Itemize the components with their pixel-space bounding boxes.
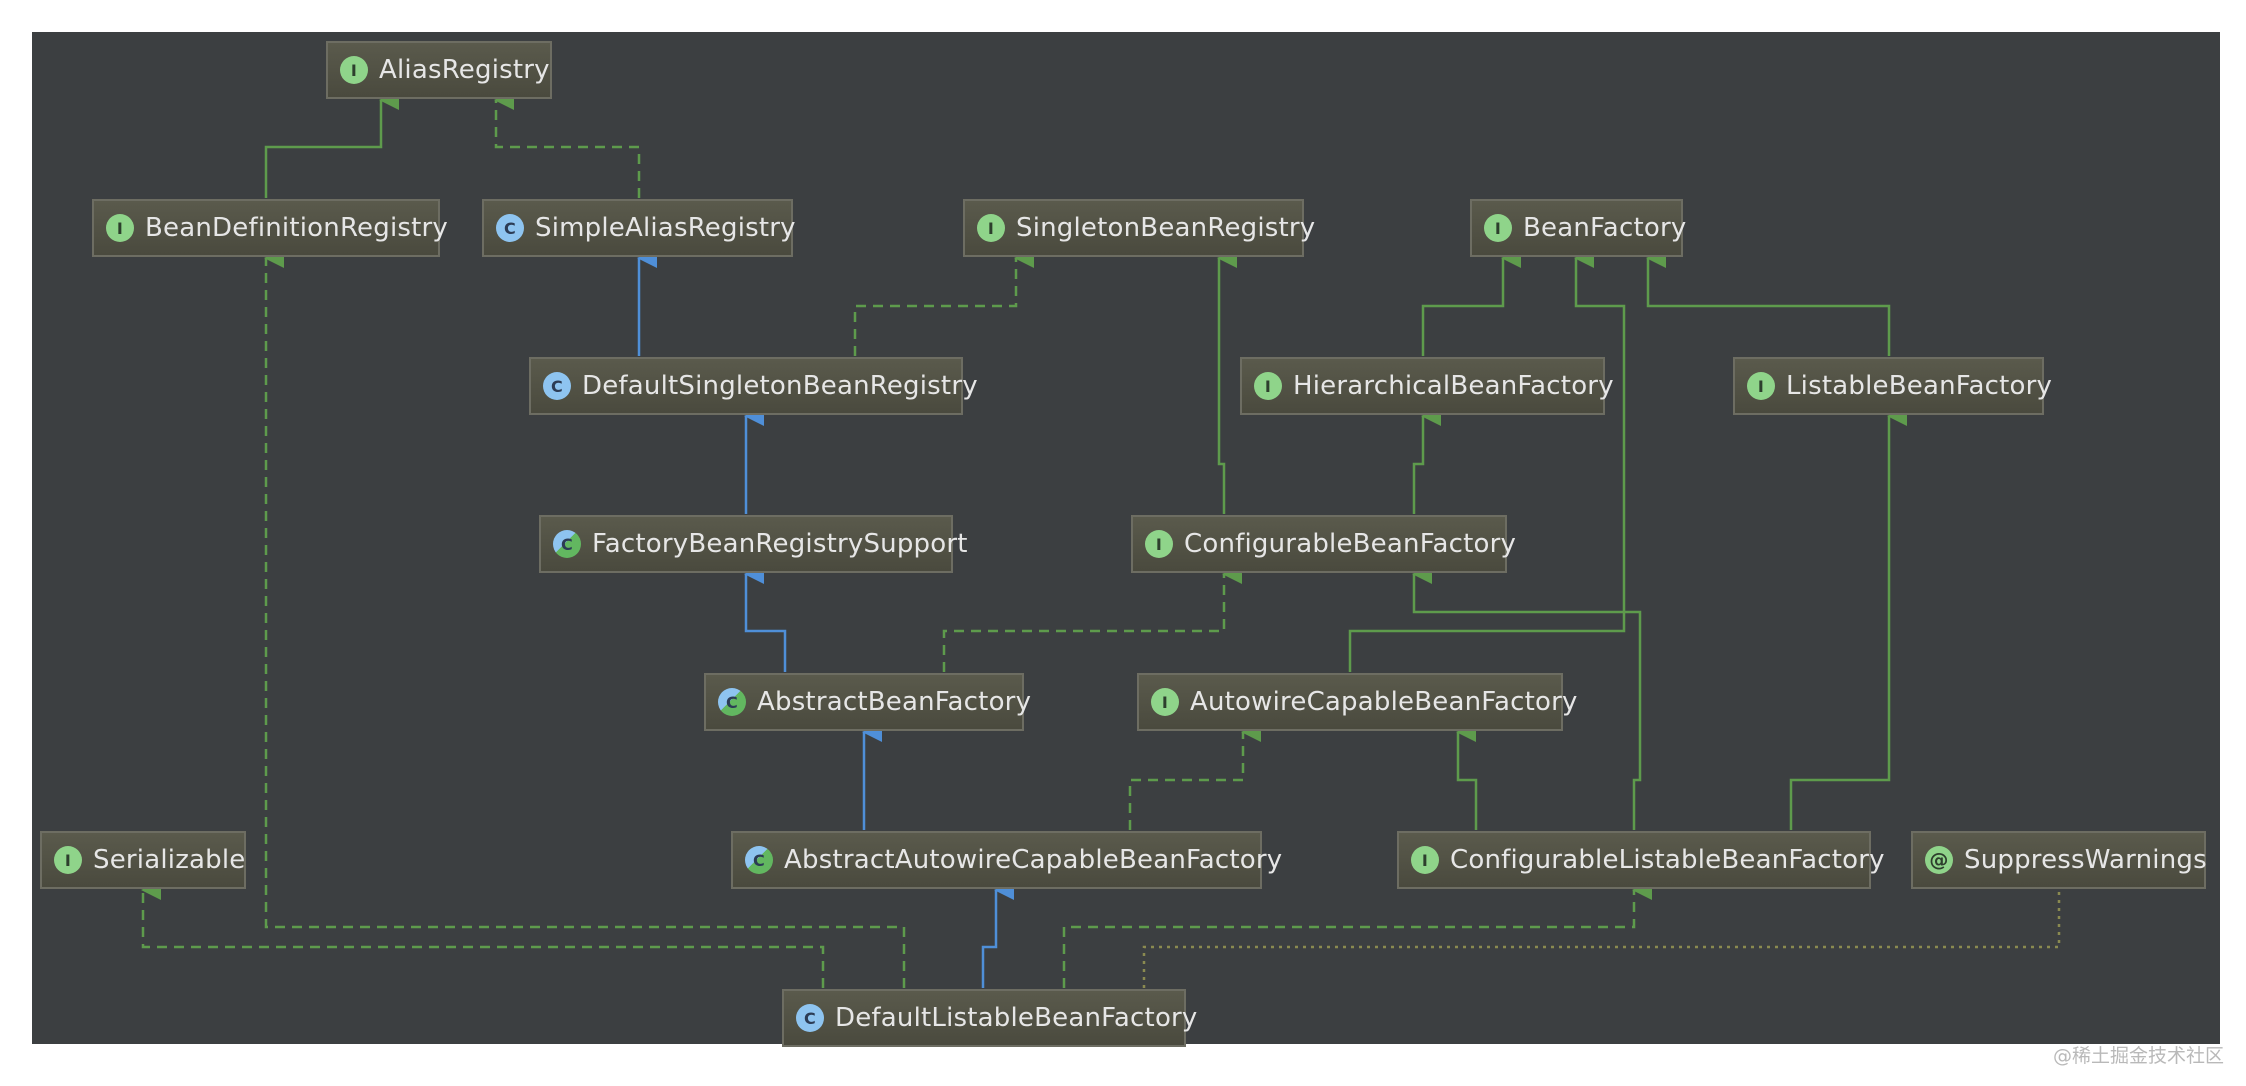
node-configurable-bean-factory[interactable]: I ConfigurableBeanFactory bbox=[1131, 515, 1516, 573]
edge-configurable-to-singleton-registry bbox=[1217, 248, 1237, 514]
node-alias-registry[interactable]: I AliasRegistry bbox=[326, 41, 552, 99]
node-label: ListableBeanFactory bbox=[1786, 371, 2053, 401]
interface-icon: I bbox=[1411, 846, 1439, 874]
node-label: DefaultListableBeanFactory bbox=[835, 1003, 1198, 1033]
watermark: @稀土掘金技术社区 bbox=[2052, 1045, 2224, 1067]
node-label: AutowireCapableBeanFactory bbox=[1190, 687, 1578, 717]
interface-icon: I bbox=[1747, 372, 1775, 400]
class-icon: C bbox=[496, 214, 524, 242]
node-autowire-capable-bean-factory[interactable]: I AutowireCapableBeanFactory bbox=[1137, 673, 1577, 731]
interface-icon: I bbox=[54, 846, 82, 874]
node-label: AbstractAutowireCapableBeanFactory bbox=[784, 845, 1283, 875]
interface-icon: I bbox=[977, 214, 1005, 242]
interface-icon: I bbox=[106, 214, 134, 242]
node-default-listable-bean-factory[interactable]: C DefaultListableBeanFactory bbox=[782, 989, 1197, 1047]
edge-hierarchical-to-bean-factory bbox=[1421, 248, 1521, 356]
edge-default-listable-to-bean-definition-registry bbox=[264, 248, 906, 988]
edge-default-listable-to-abstract-autowire bbox=[981, 880, 1014, 988]
edge-autowire-capable-to-bean-factory bbox=[1348, 248, 1626, 672]
node-listable-bean-factory[interactable]: I ListableBeanFactory bbox=[1733, 357, 2052, 415]
node-factory-bean-registry-support[interactable]: C FactoryBeanRegistrySupport bbox=[539, 515, 967, 573]
edge-configurable-listable-to-autowire-capable bbox=[1456, 722, 1478, 830]
interface-icon: I bbox=[340, 56, 368, 84]
node-hierarchical-bean-factory[interactable]: I HierarchicalBeanFactory bbox=[1240, 357, 1614, 415]
node-label: SingletonBeanRegistry bbox=[1016, 213, 1316, 243]
edge-simple-alias-registry-to-alias-registry bbox=[494, 90, 641, 198]
edge-default-listable-to-serializable bbox=[141, 880, 825, 988]
node-label: AbstractBeanFactory bbox=[757, 687, 1032, 717]
node-label: SuppressWarnings bbox=[1964, 845, 2207, 875]
node-singleton-bean-registry[interactable]: I SingletonBeanRegistry bbox=[963, 199, 1315, 257]
node-serializable[interactable]: I Serializable bbox=[40, 831, 246, 889]
node-abstract-autowire-capable-bean-factory[interactable]: C AbstractAutowireCapableBeanFactory bbox=[731, 831, 1282, 889]
edge-default-listable-to-configurable-listable bbox=[1062, 880, 1652, 988]
class-icon: C bbox=[796, 1004, 824, 1032]
interface-icon: I bbox=[1484, 214, 1512, 242]
node-abstract-bean-factory[interactable]: C AbstractBeanFactory bbox=[704, 673, 1031, 731]
interface-icon: I bbox=[1145, 530, 1173, 558]
node-default-singleton-bean-registry[interactable]: C DefaultSingletonBeanRegistry bbox=[529, 357, 978, 415]
annotation-icon: @ bbox=[1925, 846, 1953, 874]
node-configurable-listable-bean-factory[interactable]: I ConfigurableListableBeanFactory bbox=[1397, 831, 1885, 889]
edge-configurable-to-hierarchical bbox=[1412, 406, 1441, 514]
edge-configurable-listable-to-configurable bbox=[1412, 564, 1642, 830]
node-label: BeanFactory bbox=[1523, 213, 1687, 243]
interface-icon: I bbox=[1151, 688, 1179, 716]
node-label: DefaultSingletonBeanRegistry bbox=[582, 371, 978, 401]
node-suppress-warnings[interactable]: @ SuppressWarnings bbox=[1911, 831, 2207, 889]
node-label: ConfigurableBeanFactory bbox=[1184, 529, 1517, 559]
node-bean-factory[interactable]: I BeanFactory bbox=[1470, 199, 1687, 257]
node-bean-definition-registry[interactable]: I BeanDefinitionRegistry bbox=[92, 199, 448, 257]
edge-bean-definition-registry-to-alias-registry bbox=[264, 90, 399, 198]
node-label: AliasRegistry bbox=[379, 55, 550, 85]
node-label: HierarchicalBeanFactory bbox=[1293, 371, 1614, 401]
edge-abstract-autowire-to-autowire-capable bbox=[1128, 722, 1261, 830]
node-label: ConfigurableListableBeanFactory bbox=[1450, 845, 1885, 875]
node-label: BeanDefinitionRegistry bbox=[145, 213, 448, 243]
edge-default-singleton-to-singleton-registry bbox=[853, 248, 1034, 356]
edge-abstract-bean-factory-to-factory-support bbox=[744, 564, 787, 672]
node-label: Serializable bbox=[93, 845, 246, 875]
interface-icon: I bbox=[1254, 372, 1282, 400]
edge-abstract-bean-factory-to-configurable bbox=[942, 564, 1242, 672]
edge-configurable-listable-to-listable bbox=[1789, 406, 1907, 830]
class-icon: C bbox=[543, 372, 571, 400]
node-label: SimpleAliasRegistry bbox=[535, 213, 796, 243]
abstract-class-icon: C bbox=[745, 846, 773, 874]
edge-listable-to-bean-factory bbox=[1646, 248, 1891, 356]
abstract-class-icon: C bbox=[553, 530, 581, 558]
node-label: FactoryBeanRegistrySupport bbox=[592, 529, 968, 559]
node-simple-alias-registry[interactable]: C SimpleAliasRegistry bbox=[482, 199, 796, 257]
abstract-class-icon: C bbox=[718, 688, 746, 716]
edge-default-listable-to-suppress-warnings bbox=[1142, 890, 2061, 988]
